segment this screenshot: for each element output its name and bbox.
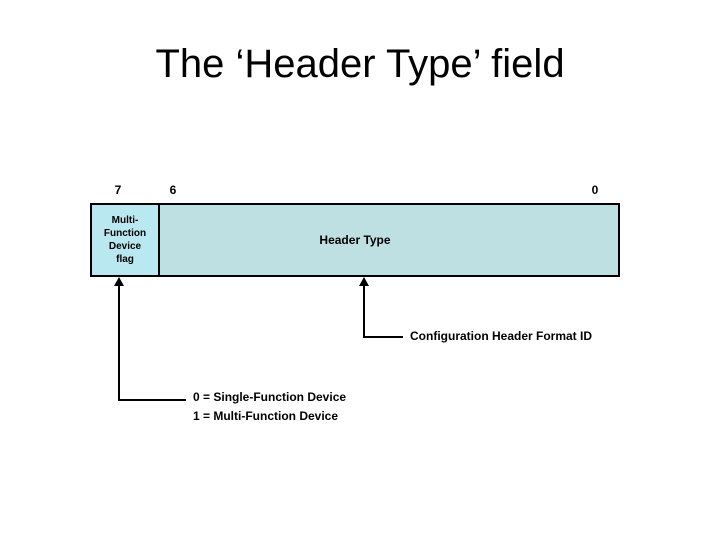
slide-title: The ‘Header Type’ field	[155, 42, 565, 86]
up-arrow-icon	[359, 277, 369, 286]
format-id-annotation: Configuration Header Format ID	[410, 329, 593, 343]
flag-field-line: Device	[108, 241, 142, 252]
flag-value-line: 0 = Single-Function Device	[193, 390, 347, 404]
bit-label-7: 7	[114, 183, 122, 197]
up-arrow-icon	[114, 277, 124, 286]
callout-line-vertical	[118, 285, 120, 401]
flag-field-line: Function	[103, 228, 147, 239]
bit-label-6: 6	[169, 183, 177, 197]
field-header-type	[160, 205, 618, 275]
flag-values-annotation: 0 = Single-Function Device 1 = Multi-Fun…	[193, 388, 346, 426]
flag-field-line: Multi-	[111, 215, 139, 226]
header-type-register-box: Multi- Function Device flag	[90, 203, 620, 277]
flag-value-line: 1 = Multi-Function Device	[193, 409, 339, 423]
callout-line-horizontal	[363, 336, 403, 338]
flag-field-line: flag	[116, 254, 134, 265]
callout-line-horizontal	[118, 399, 186, 401]
field-multi-function-flag: Multi- Function Device flag	[92, 205, 160, 275]
bit-label-0: 0	[591, 183, 599, 197]
callout-line-vertical	[363, 285, 365, 338]
